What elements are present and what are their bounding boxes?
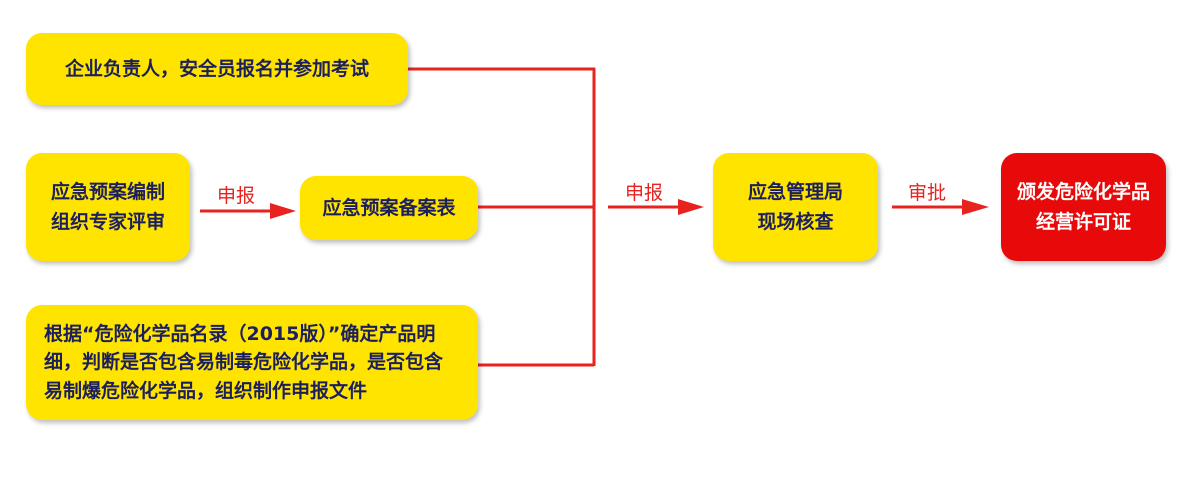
node-plan: 应急预案编制 组织专家评审 <box>26 153 190 261</box>
node-plan-record: 应急预案备案表 <box>300 176 478 240</box>
node-license: 颁发危险化学品 经营许可证 <box>1001 153 1166 261</box>
node-inspect-line2: 现场核查 <box>757 211 834 233</box>
edge-label-approve: 审批 <box>908 182 947 204</box>
arrowhead-approve <box>962 199 989 215</box>
node-catalog: 根据“危险化学品名录（2015版）”确定产品明细，判断是否包含易制毒危险化学品，… <box>26 305 478 420</box>
arrowhead-plan <box>270 203 296 219</box>
node-license-line1: 颁发危险化学品 <box>1016 180 1150 203</box>
node-license-line2: 经营许可证 <box>1035 211 1131 233</box>
edge-label-report1: 申报 <box>217 185 256 207</box>
node-inspect-line1: 应急管理局 <box>747 180 843 203</box>
node-inspect: 应急管理局 现场核查 <box>713 153 878 261</box>
node-plan-line1: 应急预案编制 <box>50 180 165 203</box>
node-exam-text: 企业负责人，安全员报名并参加考试 <box>64 57 369 80</box>
node-plan-record-text: 应急预案备案表 <box>322 196 456 219</box>
node-catalog-text: 根据“危险化学品名录（2015版）”确定产品明细，判断是否包含易制毒危险化学品，… <box>44 322 444 402</box>
node-exam: 企业负责人，安全员报名并参加考试 <box>26 33 408 105</box>
arrowhead-report <box>678 199 704 215</box>
node-plan-line2: 组织专家评审 <box>50 211 165 233</box>
edge-label-report2: 申报 <box>625 182 664 204</box>
